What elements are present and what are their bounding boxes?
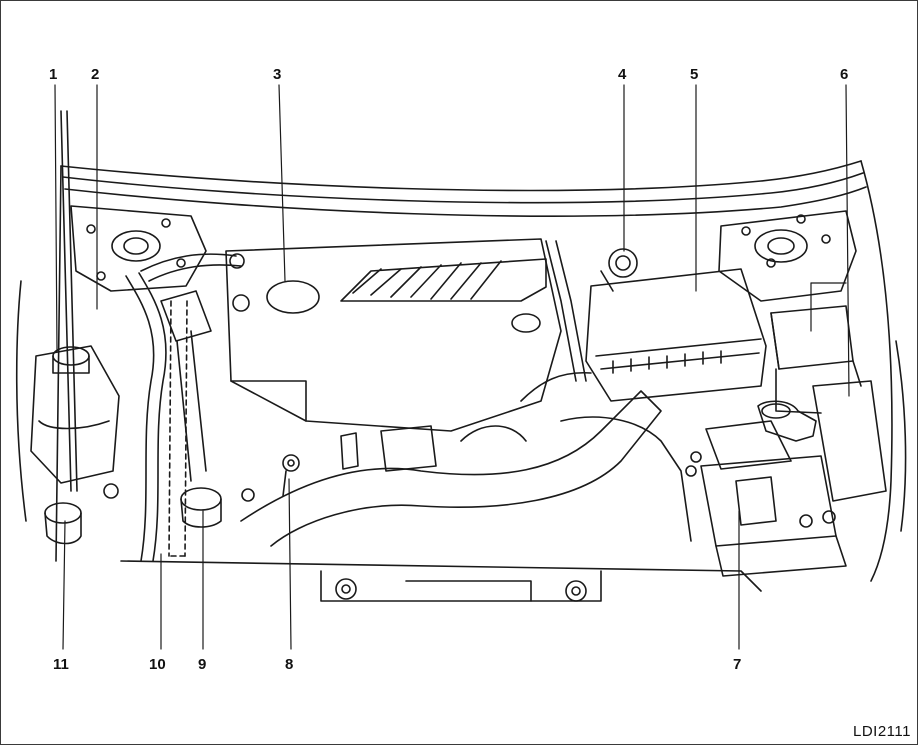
dipstick-hidden-path <box>168 300 188 557</box>
right-strut-tower <box>718 210 857 302</box>
radiator-support <box>120 560 762 602</box>
left-strut-tower <box>70 205 207 292</box>
callout-1: 1 <box>49 66 57 83</box>
battery <box>685 420 847 577</box>
air-cleaner-box <box>585 248 767 402</box>
callout-9: 9 <box>198 656 206 673</box>
callout-7: 7 <box>733 656 741 673</box>
washer-fluid-cap <box>44 502 82 545</box>
callout-3: 3 <box>273 66 281 83</box>
figure-id: LDI2111 <box>853 723 911 740</box>
hoses <box>60 110 245 562</box>
callout-4: 4 <box>618 66 627 83</box>
fuse-box <box>770 305 887 502</box>
intake-duct <box>240 371 692 547</box>
callout-numbers: 1 2 3 4 5 6 11 10 9 8 7 <box>49 66 848 673</box>
oil-filler-cap <box>180 487 222 528</box>
callout-6: 6 <box>840 66 848 83</box>
hood-outline <box>15 160 907 582</box>
callout-8: 8 <box>285 656 293 673</box>
callout-5: 5 <box>690 66 698 83</box>
callout-2: 2 <box>91 66 99 83</box>
leader-lines <box>54 84 850 650</box>
misc-engine-details <box>103 240 587 502</box>
callout-10: 10 <box>149 656 166 673</box>
engine-oil-dipstick <box>282 454 300 497</box>
coolant-reservoir <box>30 345 120 484</box>
callout-11: 11 <box>53 656 69 673</box>
brake-fluid-cap <box>757 400 817 442</box>
engine-cover <box>225 238 562 432</box>
